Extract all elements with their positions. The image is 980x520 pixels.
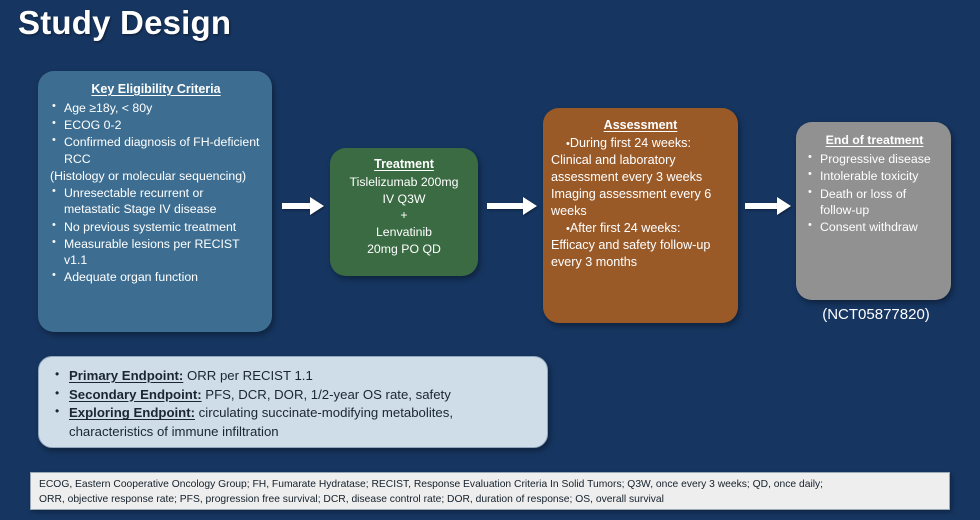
endpoints-list: Primary Endpoint: ORR per RECIST 1.1 Sec…	[51, 366, 535, 442]
page-title: Study Design	[18, 4, 232, 41]
arrow-head-icon	[777, 197, 791, 215]
eligibility-header: Key Eligibility Criteria	[91, 82, 221, 96]
list-item: Age ≥18y, < 80y	[50, 99, 262, 116]
list-item: Adequate organ function	[50, 268, 262, 285]
arrow-eligibility-to-treatment	[282, 197, 324, 215]
treatment-line: Lenvatinib	[375, 225, 433, 240]
treatment-line: +	[400, 208, 408, 223]
abbreviations-footnote: ECOG, Eastern Cooperative Oncology Group…	[30, 472, 950, 510]
list-item: No previous systemic treatment	[50, 218, 262, 235]
endpoint-label: Primary Endpoint:	[69, 368, 184, 383]
list-item: (Histology or molecular sequencing)	[50, 168, 247, 183]
assessment-box: Assessment During first 24 weeks: Clinic…	[543, 108, 738, 323]
list-item: Efficacy and safety follow-up every 3 mo…	[551, 238, 711, 269]
arrow-shaft	[282, 203, 312, 209]
endpoint-label: Secondary Endpoint:	[69, 386, 202, 402]
endpoint-continuation: characteristics of immune infiltration	[69, 424, 279, 440]
list-item: Confirmed diagnosis of FH-deficient RCC	[50, 133, 262, 166]
assessment-header: Assessment	[603, 118, 678, 132]
list-item: Secondary Endpoint: PFS, DCR, DOR, 1/2-y…	[51, 385, 535, 405]
endpoints-panel: Primary Endpoint: ORR per RECIST 1.1 Sec…	[38, 356, 548, 448]
endpoint-label: Exploring Endpoint:	[69, 405, 195, 421]
treatment-header: Treatment	[374, 157, 434, 171]
list-item: Consent withdraw	[806, 218, 943, 235]
list-item: Primary Endpoint: ORR per RECIST 1.1	[51, 366, 535, 386]
eligibility-list: Age ≥18y, < 80y ECOG 0-2 Confirmed diagn…	[50, 99, 262, 285]
arrow-shaft	[745, 203, 779, 209]
list-item: Progressive disease	[806, 150, 943, 167]
endpoint-value: circulating succinate-modifying metaboli…	[195, 405, 454, 421]
treatment-line: IV Q3W	[382, 191, 426, 206]
list-item: During first 24 weeks:	[551, 135, 730, 152]
list-item: After first 24 weeks:	[551, 220, 730, 237]
list-item: Intolerable toxicity	[806, 167, 943, 184]
treatment-box: Treatment Tislelizumab 200mg IV Q3W + Le…	[330, 148, 478, 276]
treatment-line: 20mg PO QD	[367, 241, 441, 256]
list-item: Unresectable recurrent or metastatic Sta…	[50, 184, 262, 217]
endpoint-value: ORR per RECIST 1.1	[183, 368, 313, 383]
assessment-list: During first 24 weeks: Clinical and labo…	[551, 135, 730, 271]
end-of-treatment-header: End of treatment	[825, 133, 924, 147]
list-item: Exploring Endpoint: circulating succinat…	[51, 403, 535, 423]
arrow-head-icon	[310, 197, 324, 215]
end-of-treatment-box: End of treatment Progressive disease Int…	[796, 122, 951, 300]
list-item: Death or loss of follow-up	[806, 185, 943, 219]
footnote-line: ECOG, Eastern Cooperative Oncology Group…	[39, 479, 824, 490]
trial-registration-id: (NCT05877820)	[822, 306, 930, 323]
endpoint-value: PFS, DCR, DOR, 1/2-year OS rate, safety	[201, 386, 451, 402]
list-item: Measurable lesions per RECIST v1.1	[50, 235, 262, 268]
arrow-shaft	[487, 203, 525, 209]
footnote-line: ORR, objective response rate; PFS, progr…	[39, 493, 664, 505]
eligibility-box: Key Eligibility Criteria Age ≥18y, < 80y…	[38, 71, 272, 332]
treatment-line: Tislelizumab 200mg	[349, 175, 459, 189]
list-item: ECOG 0-2	[50, 116, 262, 133]
arrow-assessment-to-end-of-treatment	[745, 197, 791, 215]
arrow-head-icon	[523, 197, 537, 215]
arrow-treatment-to-assessment	[487, 197, 537, 215]
end-of-treatment-list: Progressive disease Intolerable toxicity…	[806, 150, 943, 236]
list-item: Imaging assessment every 6 weeks	[551, 187, 712, 218]
list-item: Clinical and laboratory assessment every…	[551, 153, 703, 184]
